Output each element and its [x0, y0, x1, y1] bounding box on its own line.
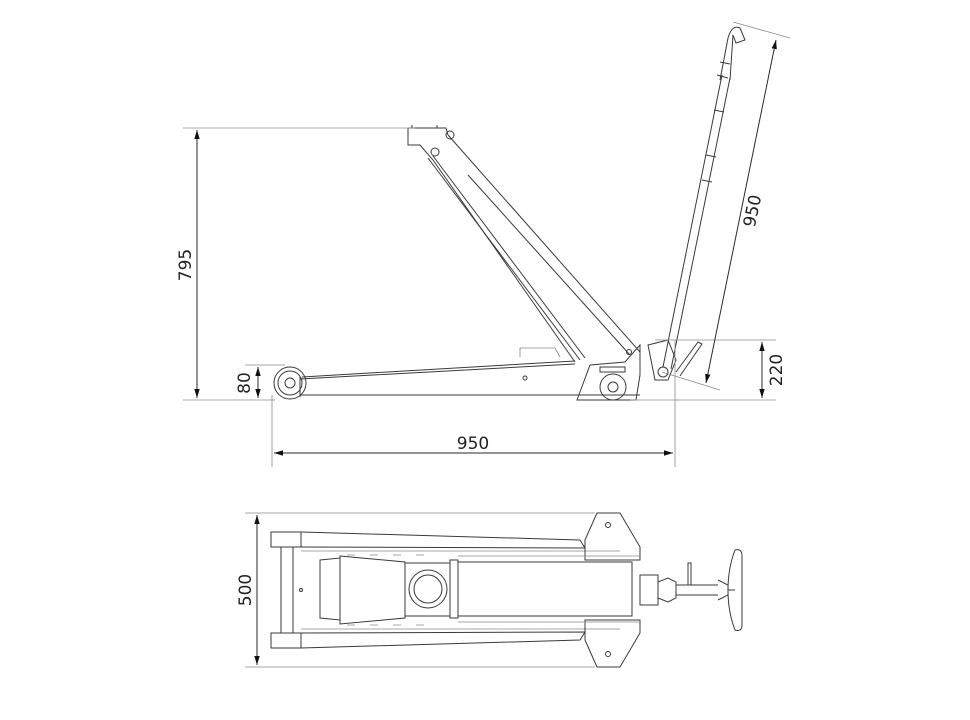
dim-max-height-label: 795 [176, 249, 196, 281]
dim-min-height-label: 80 [235, 372, 255, 394]
side-view-jack [273, 26, 746, 401]
handle-top [639, 549, 743, 631]
handle [647, 26, 746, 381]
dim-width-label: 500 [236, 574, 256, 606]
dimension-lines-side [183, 21, 791, 467]
saddle [408, 569, 448, 609]
rear-wheel [273, 366, 307, 400]
front-caster [599, 366, 627, 401]
dim-pivot-height-label: 220 [767, 354, 787, 386]
lifting-arm [407, 125, 641, 363]
slots [347, 554, 424, 626]
top-view-jack [270, 512, 743, 668]
dim-length-label: 950 [457, 434, 489, 454]
dimension-lines-top [245, 512, 595, 668]
